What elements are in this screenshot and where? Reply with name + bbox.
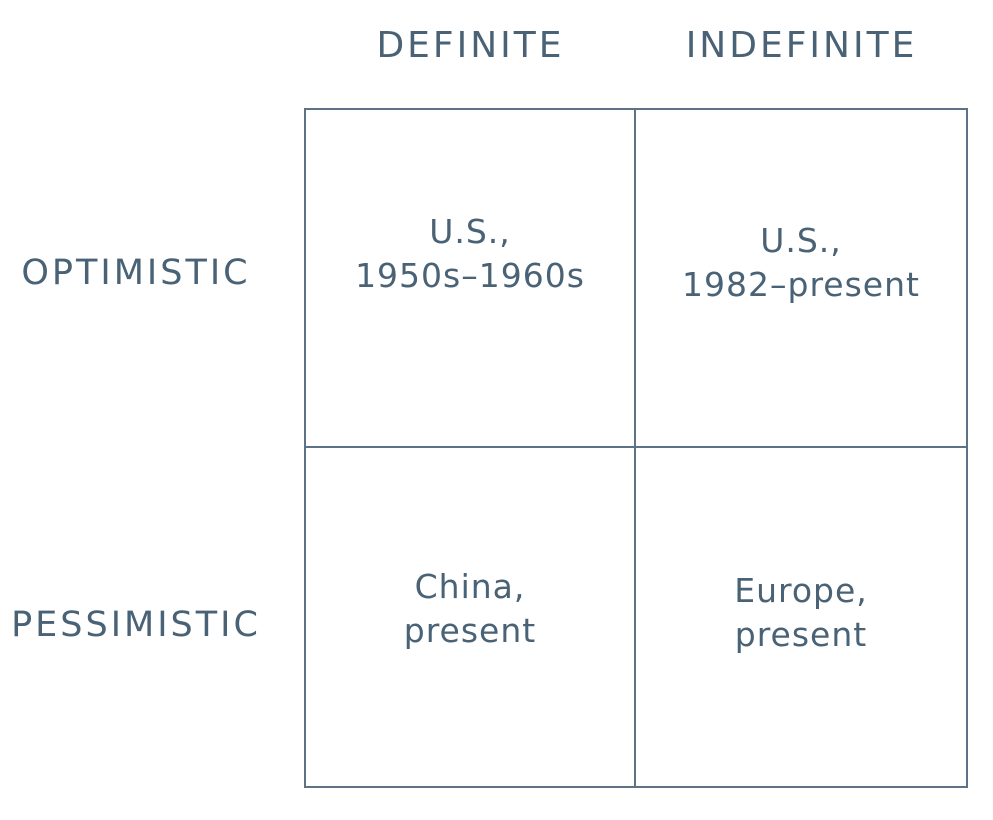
cell-line-2: 1982–present: [682, 265, 920, 304]
cell-line-1: U.S.,: [760, 221, 842, 260]
row-header-optimistic: OPTIMISTIC: [21, 253, 251, 293]
cell-pessimistic-definite: China, present: [306, 448, 636, 786]
cell-text: U.S., 1950s–1960s: [355, 210, 585, 298]
column-header-definite: DEFINITE: [376, 24, 565, 66]
quadrant-grid: U.S., 1950s–1960s U.S., 1982–present Chi…: [304, 108, 968, 788]
cell-line-2: present: [403, 611, 537, 650]
column-header-indefinite: INDEFINITE: [685, 24, 918, 66]
cell-optimistic-definite: U.S., 1950s–1960s: [306, 110, 636, 448]
cell-optimistic-indefinite: U.S., 1982–present: [636, 110, 966, 448]
cell-line-1: Europe,: [734, 571, 868, 610]
cell-pessimistic-indefinite: Europe, present: [636, 448, 966, 786]
cell-line-2: 1950s–1960s: [355, 256, 585, 295]
cell-text: China, present: [404, 565, 536, 653]
cell-line-1: China,: [414, 567, 526, 606]
cell-line-1: U.S.,: [429, 212, 511, 251]
cell-text: U.S., 1982–present: [682, 219, 920, 307]
cell-line-2: present: [734, 615, 868, 654]
cell-text: Europe, present: [734, 569, 868, 657]
row-header-pessimistic: PESSIMISTIC: [11, 605, 261, 645]
